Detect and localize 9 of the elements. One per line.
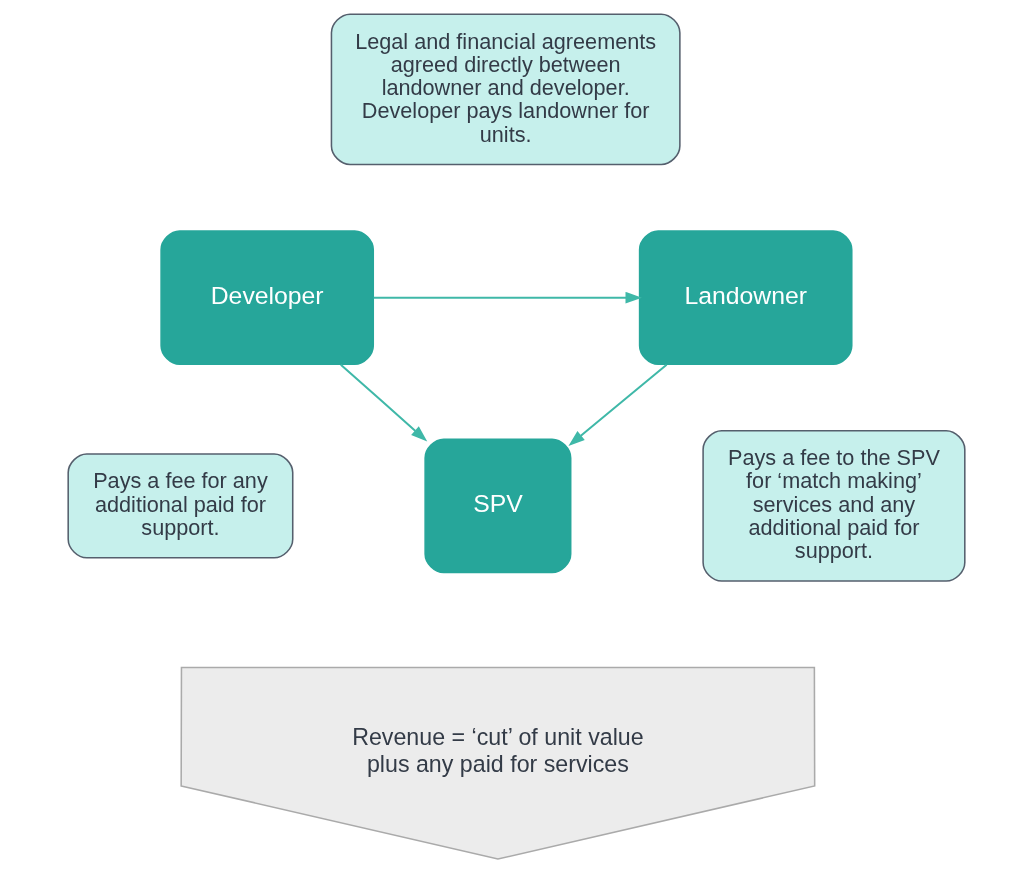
node-box: Landowner	[638, 230, 853, 365]
node-box: SPV	[423, 438, 571, 574]
arrow	[567, 363, 667, 446]
node-box: Developer	[159, 230, 374, 365]
node-box: Pays a fee to the SPV for ‘match making’ services and any additional paid for support.	[701, 430, 966, 582]
node-box: Pays a fee for any additional paid for support.	[66, 453, 293, 559]
arrow	[373, 291, 642, 304]
arrow	[339, 363, 427, 442]
node-box: Legal and financial agreements agreed directly between landowner and developer. Developer pays landowner for units.	[330, 13, 681, 166]
